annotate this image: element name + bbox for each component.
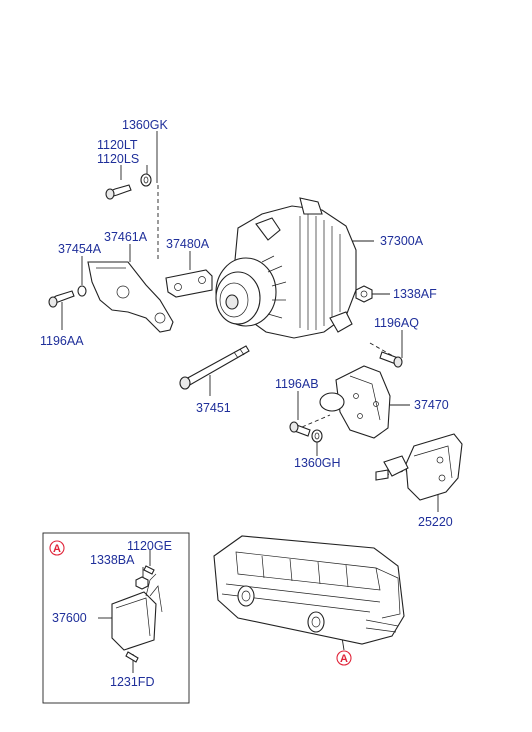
label-1120ls: 1120LS xyxy=(97,152,139,166)
callout-a-bus-letter: A xyxy=(340,653,348,665)
label-37600: 37600 xyxy=(52,611,87,625)
label-1338ba: 1338BA xyxy=(90,553,135,567)
screw-1231fd xyxy=(125,651,139,663)
bracket-25220 xyxy=(375,433,463,501)
label-37454a: 37454A xyxy=(58,242,102,256)
link-37480a xyxy=(165,269,213,298)
leader-lines xyxy=(61,131,439,673)
bolt-1196ab xyxy=(289,421,311,437)
washer-1360gh xyxy=(311,429,323,443)
washer-37454a xyxy=(77,285,87,297)
label-1360gh: 1360GH xyxy=(294,456,341,470)
label-37480a: 37480A xyxy=(166,237,210,251)
label-37451: 37451 xyxy=(196,401,231,415)
bolt-1196aa xyxy=(48,290,75,308)
screw-1120ge xyxy=(143,565,155,575)
callout-a-inset-letter: A xyxy=(53,543,61,555)
alternator-37300a xyxy=(215,197,357,339)
label-1120lt: 1120LT xyxy=(97,138,138,152)
label-1360gk: 1360GK xyxy=(122,118,169,132)
label-37470: 37470 xyxy=(414,398,449,412)
nut-1338af xyxy=(355,285,373,303)
long-bolt-37451 xyxy=(179,345,250,390)
bus-rear-wheel xyxy=(237,585,255,607)
bus-front-wheel xyxy=(307,611,325,633)
callout-a-inset xyxy=(49,540,65,556)
label-1338af: 1338AF xyxy=(393,287,437,301)
callout-a-bus xyxy=(336,650,352,666)
nut-1338ba xyxy=(135,576,149,590)
label-37300a: 37300A xyxy=(380,234,424,248)
regulator-37600 xyxy=(111,591,157,651)
bracket-37470 xyxy=(319,365,391,439)
label-1231fd: 1231FD xyxy=(110,675,154,689)
label-1120ge: 1120GE xyxy=(127,539,172,553)
label-37461a: 37461A xyxy=(104,230,148,244)
inset-panel: A xyxy=(42,532,190,704)
label-1196aa: 1196AA xyxy=(40,334,84,348)
part-labels: 1360GK 1120LT 1120LS 37461A 37480A 37300… xyxy=(40,118,453,689)
washer-1360gk xyxy=(140,173,152,187)
bolt-1196aq xyxy=(379,351,403,368)
label-1196aq: 1196AQ xyxy=(374,316,419,330)
bracket-37461a xyxy=(87,261,174,333)
label-25220: 25220 xyxy=(418,515,453,529)
label-1196ab: 1196AB xyxy=(275,377,319,391)
bolt-1120lt xyxy=(105,184,132,200)
bus-illustration: A xyxy=(213,535,405,666)
